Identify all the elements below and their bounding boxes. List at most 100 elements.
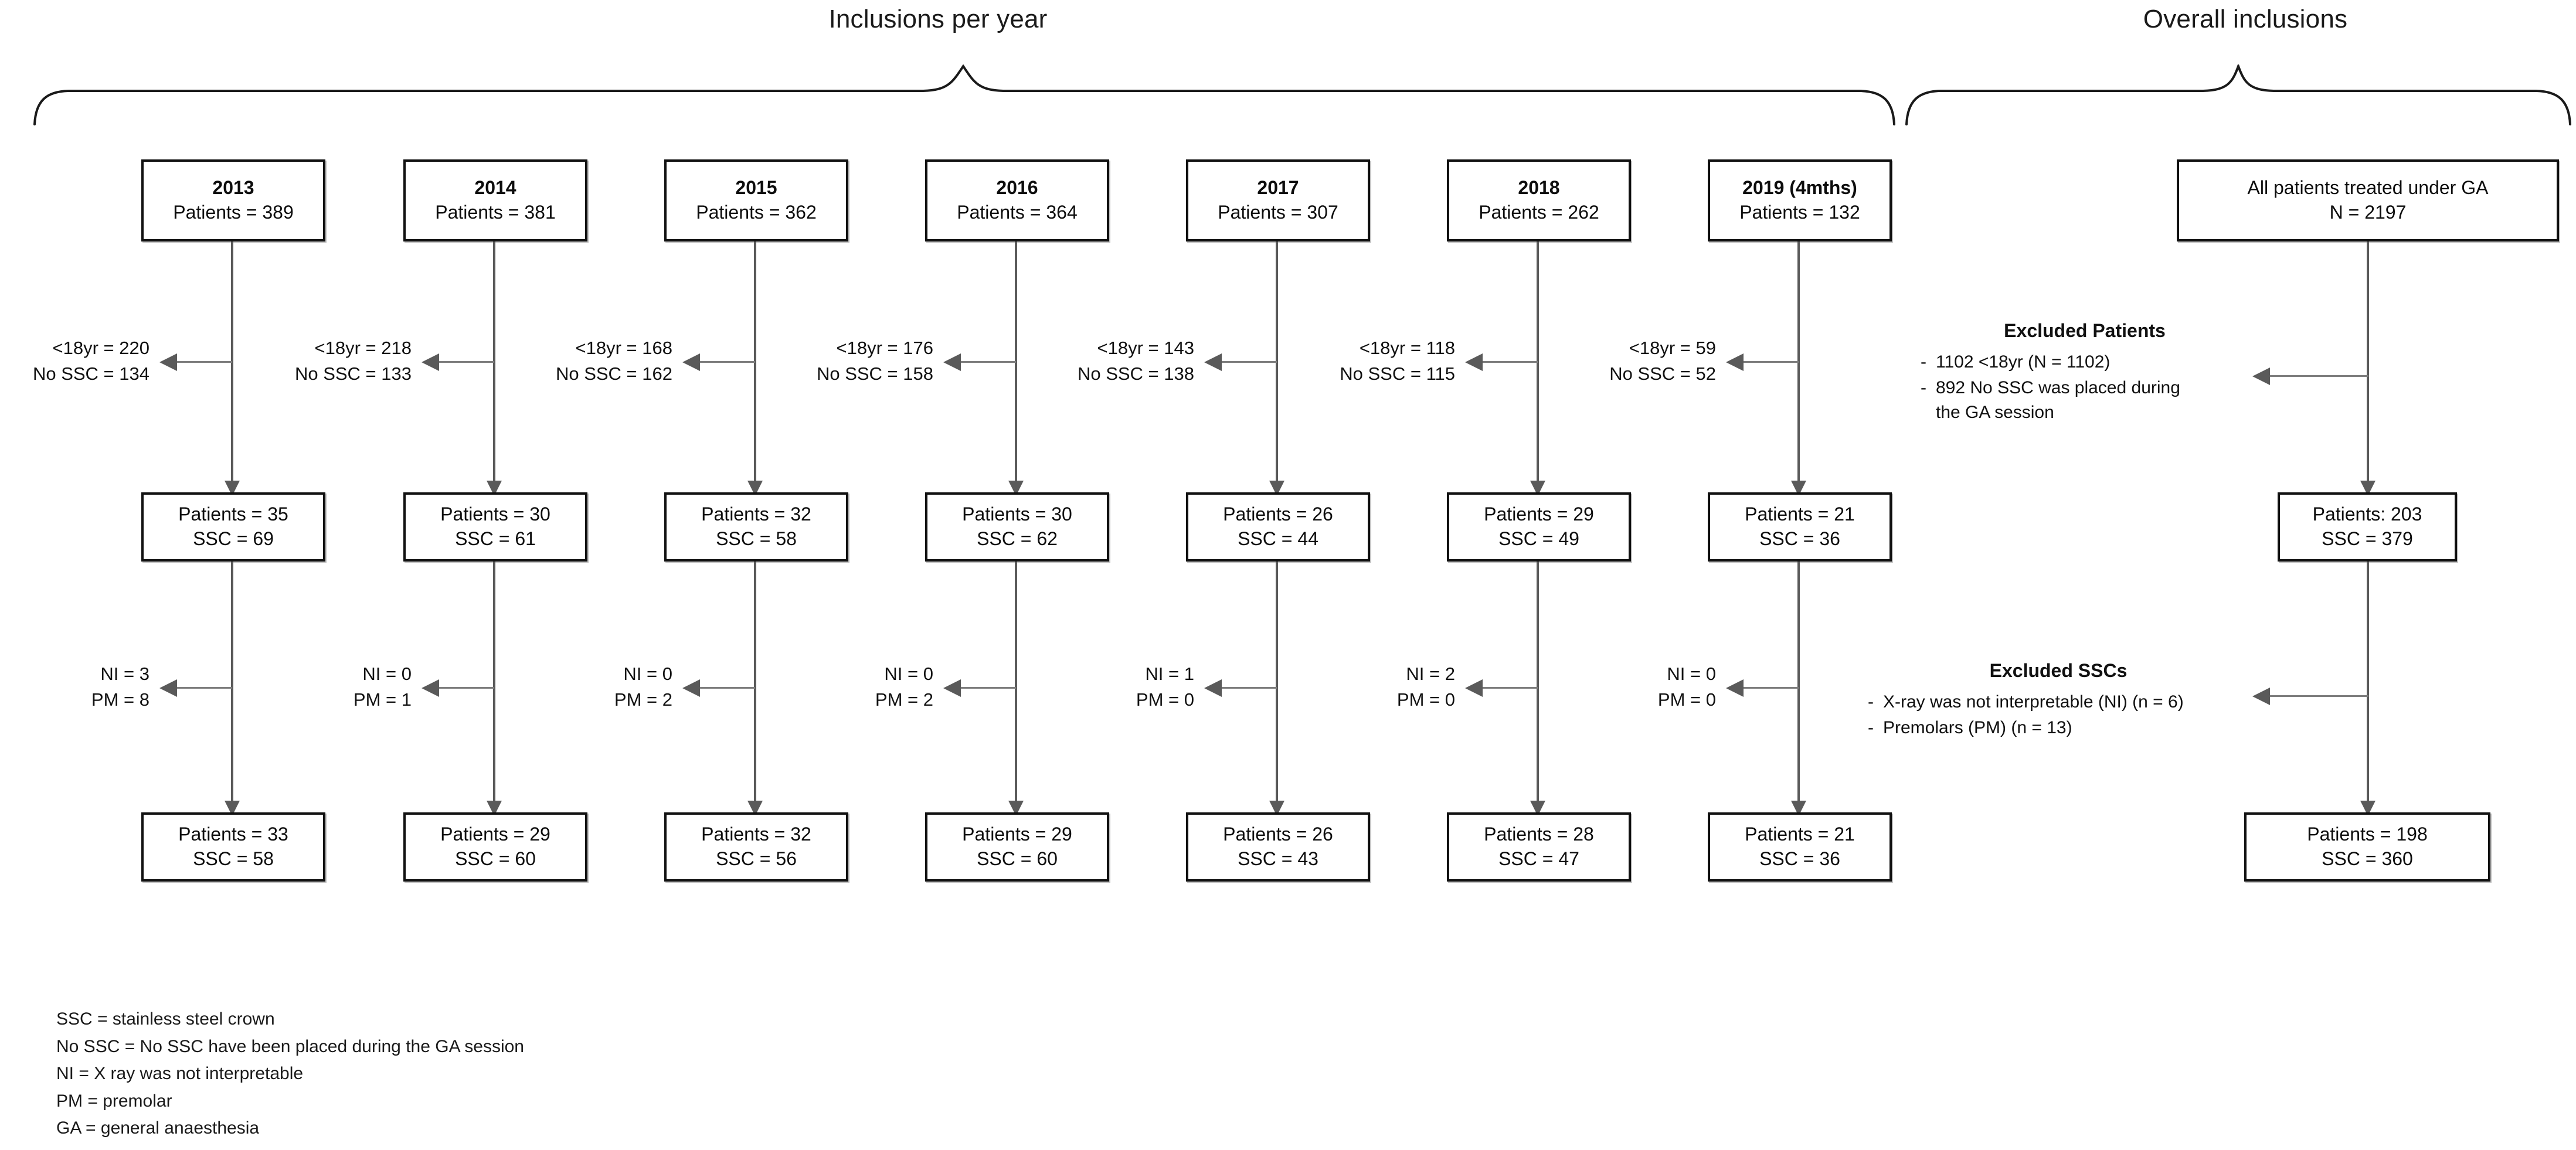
year-box-2019: 2019 (4mths) Patients = 132 xyxy=(1708,159,1892,241)
section-title-inclusions-per-year: Inclusions per year xyxy=(828,5,1048,33)
exclusion-pm: PM = 0 xyxy=(1657,689,1716,710)
exclusion-under18: <18yr = 218 xyxy=(314,338,412,358)
year-box-2017: 2017 Patients = 307 xyxy=(1186,159,1370,241)
exclusion-label-2016: <18yr = 176 No SSC = 158 xyxy=(784,335,933,387)
mid-box-2018: Patients = 29 SSC = 49 xyxy=(1447,492,1631,562)
mid-patients: Patients = 35 xyxy=(178,503,288,525)
mid-patients: Patients = 30 xyxy=(962,503,1072,525)
year-label: 2014 xyxy=(474,177,516,199)
connector-2013-to-mid xyxy=(231,241,233,494)
exclusion-ni: NI = 0 xyxy=(1667,664,1716,684)
excluded-patients-list: - 1102 <18yr (N = 1102) - 892 No SSC was… xyxy=(1921,350,2249,425)
arrowhead-2016-exclusion xyxy=(943,353,961,371)
overall-final-line1: Patients = 198 xyxy=(2307,824,2428,845)
list-item: - Premolars (PM) (n = 13) xyxy=(1868,716,2249,740)
connector-2014-ssc-exclusion xyxy=(438,687,494,689)
connector-2017-ssc-exclusion xyxy=(1221,687,1277,689)
ssc-exclusion-label-2016: NI = 0 PM = 2 xyxy=(784,661,933,713)
exclusion-label-2015: <18yr = 168 No SSC = 162 xyxy=(523,335,672,387)
exclusion-ni: NI = 0 xyxy=(884,664,933,684)
legend-item-no-ssc: No SSC = No SSC have been placed during … xyxy=(56,1036,524,1056)
exclusion-no-ssc: No SSC = 115 xyxy=(1340,363,1455,385)
legend-item-ssc: SSC = stainless steel crown xyxy=(56,1009,275,1029)
arrowhead-excluded-patients xyxy=(2252,368,2270,385)
connector-2017-to-final xyxy=(1276,562,1278,814)
arrowhead-2013-exclusion xyxy=(159,353,177,371)
excluded-patients-item2: 892 No SSC was placed during the GA sess… xyxy=(1936,376,2180,425)
overall-final-line2: SSC = 360 xyxy=(2322,848,2413,869)
mid-ssc: SSC = 49 xyxy=(1498,528,1579,549)
ssc-exclusion-label-2019: NI = 0 PM = 0 xyxy=(1566,661,1716,713)
final-patients: Patients = 26 xyxy=(1223,824,1333,845)
final-box-2015: Patients = 32 SSC = 56 xyxy=(664,812,848,882)
arrowhead-2013-ssc-exclusion xyxy=(159,679,177,697)
exclusion-pm: PM = 2 xyxy=(875,689,933,710)
connector-2017-exclusion xyxy=(1221,361,1277,363)
mid-box-2017: Patients = 26 SSC = 44 xyxy=(1186,492,1370,562)
excluded-patients-block: Excluded Patients - 1102 <18yr (N = 1102… xyxy=(1921,318,2249,426)
overall-top-line2: N = 2197 xyxy=(2329,202,2407,223)
connector-2014-exclusion xyxy=(438,361,494,363)
exclusion-pm: PM = 8 xyxy=(91,689,149,710)
overall-box-mid: Patients: 203 SSC = 379 xyxy=(2278,492,2457,562)
arrowhead-2018-exclusion xyxy=(1465,353,1483,371)
exclusion-ni: NI = 0 xyxy=(362,664,412,684)
excluded-sscs-list: - X-ray was not interpretable (NI) (n = … xyxy=(1868,690,2249,740)
final-ssc: SSC = 43 xyxy=(1238,848,1318,869)
arrowhead-2014-exclusion xyxy=(422,353,439,371)
exclusion-no-ssc: No SSC = 133 xyxy=(294,363,412,385)
mid-box-2014: Patients = 30 SSC = 61 xyxy=(403,492,587,562)
exclusion-under18: <18yr = 118 xyxy=(1359,338,1455,358)
year-box-2015: 2015 Patients = 362 xyxy=(664,159,848,241)
year-label: 2017 xyxy=(1257,177,1299,199)
year-box-2016: 2016 Patients = 364 xyxy=(925,159,1109,241)
arrowhead-2016-ssc-exclusion xyxy=(943,679,961,697)
mid-ssc: SSC = 61 xyxy=(455,528,536,549)
year-box-2013: 2013 Patients = 389 xyxy=(141,159,325,241)
mid-box-2016: Patients = 30 SSC = 62 xyxy=(925,492,1109,562)
ssc-exclusion-label-2017: NI = 1 PM = 0 xyxy=(1045,661,1194,713)
year-patients: Patients = 132 xyxy=(1739,202,1860,223)
final-box-2019: Patients = 21 SSC = 36 xyxy=(1708,812,1892,882)
connector-2019-to-final xyxy=(1797,562,1800,814)
year-patients: Patients = 364 xyxy=(957,202,1078,223)
overall-mid-line2: SSC = 379 xyxy=(2322,528,2413,549)
connector-2016-ssc-exclusion xyxy=(960,687,1016,689)
year-box-2018: 2018 Patients = 262 xyxy=(1447,159,1631,241)
connector-overall-to-mid xyxy=(2367,241,2369,494)
exclusion-pm: PM = 0 xyxy=(1136,689,1194,710)
brace-overall-inclusions xyxy=(1904,64,2572,126)
mid-box-2013: Patients = 35 SSC = 69 xyxy=(141,492,325,562)
connector-2016-to-mid xyxy=(1015,241,1017,494)
connector-excluded-patients xyxy=(2269,375,2368,377)
excluded-patients-item2-line1: 892 No SSC was placed during xyxy=(1936,377,2180,397)
overall-mid-line1: Patients: 203 xyxy=(2312,503,2422,525)
mid-ssc: SSC = 62 xyxy=(977,528,1058,549)
exclusion-no-ssc: No SSC = 138 xyxy=(1077,363,1194,385)
final-box-2013: Patients = 33 SSC = 58 xyxy=(141,812,325,882)
mid-box-2015: Patients = 32 SSC = 58 xyxy=(664,492,848,562)
final-patients: Patients = 33 xyxy=(178,824,288,845)
year-label: 2016 xyxy=(996,177,1038,199)
exclusion-label-2013: <18yr = 220 No SSC = 134 xyxy=(0,335,149,387)
exclusion-under18: <18yr = 143 xyxy=(1097,338,1194,358)
exclusion-label-2017: <18yr = 143 No SSC = 138 xyxy=(1045,335,1194,387)
final-ssc: SSC = 47 xyxy=(1498,848,1579,869)
mid-ssc: SSC = 36 xyxy=(1759,528,1840,549)
final-patients: Patients = 28 xyxy=(1484,824,1594,845)
exclusion-pm: PM = 1 xyxy=(353,689,412,710)
connector-2019-to-mid xyxy=(1797,241,1800,494)
year-label: 2018 xyxy=(1518,177,1560,199)
connector-2013-ssc-exclusion xyxy=(176,687,232,689)
year-label: 2019 (4mths) xyxy=(1742,177,1857,199)
overall-top-line1: All patients treated under GA xyxy=(2247,177,2489,199)
exclusion-pm: PM = 0 xyxy=(1396,689,1455,710)
final-box-2016: Patients = 29 SSC = 60 xyxy=(925,812,1109,882)
year-patients: Patients = 262 xyxy=(1479,202,1599,223)
mid-patients: Patients = 21 xyxy=(1745,503,1855,525)
overall-box-all-patients: All patients treated under GA N = 2197 xyxy=(2177,159,2559,241)
mid-patients: Patients = 30 xyxy=(440,503,550,525)
bullet-dash: - xyxy=(1921,352,1926,372)
connector-2018-to-final xyxy=(1537,562,1539,814)
connector-2015-ssc-exclusion xyxy=(699,687,755,689)
